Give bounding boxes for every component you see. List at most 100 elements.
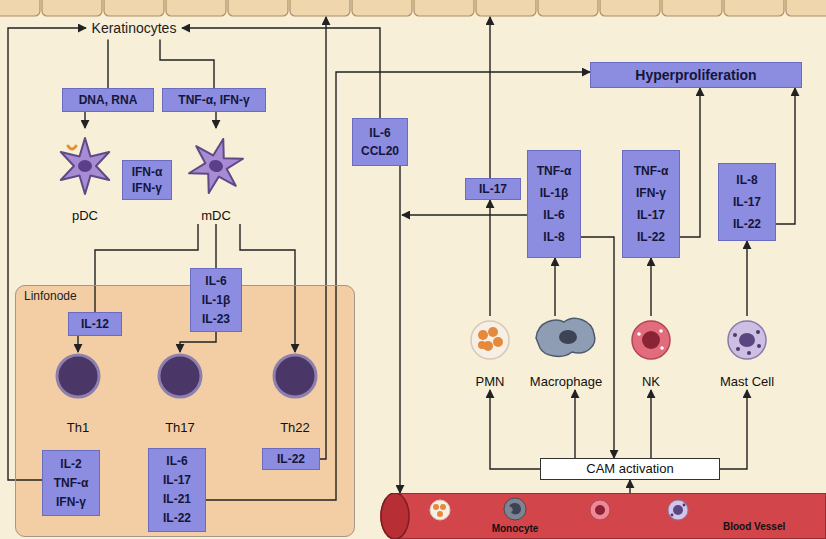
t-cell: [274, 355, 316, 397]
text-line: IL-17: [634, 204, 669, 226]
vessel-shape: [440, 504, 446, 510]
skin-cell-row: [538, 0, 598, 16]
text-line: IL-22: [634, 226, 669, 248]
text-line: IL-6: [361, 124, 399, 142]
pmn-cell: [493, 337, 503, 347]
skin-cell-row: [228, 0, 288, 16]
pdc-cell: [68, 146, 76, 149]
vessel-shape: [437, 511, 443, 517]
cytokine-box: IL-22: [262, 448, 320, 470]
node-text: IL-8 IL-17 IL-22: [733, 169, 761, 235]
skin-cell-row: [0, 0, 826, 16]
skin-cell-row: [476, 0, 536, 16]
cytokine-box: IFN-α IFN-γ: [122, 160, 172, 200]
text-line: IFN-γ: [634, 182, 669, 204]
connector: [180, 332, 216, 352]
node-text: IL-6 IL-1β IL-23: [202, 272, 231, 329]
nk-cell: [660, 346, 664, 350]
text-line: IL-8: [733, 169, 761, 191]
nk-cell: [632, 321, 670, 359]
connector: [215, 224, 216, 268]
connector: [720, 390, 747, 469]
lymph-node-region: LinfonodeIL-12Th1Th17Th22IL-2 TNF-α IFN-…: [15, 285, 355, 537]
mast-cell: [756, 330, 760, 334]
cell-node: mDC: [180, 128, 252, 224]
node-text: Monocyte: [492, 523, 539, 535]
macrophage-cell: [536, 318, 595, 356]
vessel-shape: [381, 493, 409, 539]
text-line: IL-2: [54, 455, 89, 474]
vessel-shape: [590, 500, 610, 520]
cell-node: Macrophage: [522, 316, 610, 390]
node-text: TNF-α, IFN-γ: [178, 93, 249, 107]
pdc-cell: [78, 160, 92, 172]
vessel-shape: [590, 500, 610, 520]
text-line: IL-23: [202, 310, 231, 329]
text-line: IL-6: [537, 204, 572, 226]
node-text: Th22: [280, 420, 310, 436]
connector: [95, 224, 198, 312]
text-line: IFN-α: [132, 164, 163, 180]
mast-cell: [736, 347, 740, 351]
vessel-shape: [673, 505, 683, 515]
node-text: Hyperproliferation: [635, 67, 756, 84]
text-line: IL-1β: [537, 182, 572, 204]
connector: [215, 112, 216, 128]
skin-cell-row: [414, 0, 474, 16]
node-text: IL-2 TNF-α IFN-γ: [54, 455, 89, 512]
connector: [160, 40, 214, 89]
skin-cell-row: [0, 0, 40, 16]
connector: [554, 258, 555, 316]
skin-cell-row: [42, 0, 102, 16]
cell-node: Th22: [270, 352, 320, 436]
cytokine-box: IL-6 IL-17 IL-21 IL-22: [148, 448, 206, 532]
process-box: CAM activation: [540, 458, 720, 480]
text-line: IL-22: [163, 509, 191, 528]
cytokine-box: IL-17: [465, 178, 521, 200]
connector: [490, 390, 540, 469]
cytokine-box: TNF-α IL-1β IL-6 IL-8: [527, 150, 581, 258]
node-text: DNA, RNA: [79, 93, 138, 107]
node-text: Th17: [165, 420, 195, 436]
text-line: TNF-α: [537, 160, 572, 182]
secretion-arrow: [402, 214, 527, 215]
cytokine-box: TNF-α, IFN-γ: [162, 88, 266, 112]
text-line: IL-6: [163, 452, 191, 471]
connector: [574, 390, 575, 458]
mast-cell: [728, 321, 766, 359]
nk-cell: [632, 321, 670, 359]
node-text: IL-12: [81, 317, 109, 331]
node-text: Linfonode: [24, 289, 77, 303]
text-line: IL-6: [202, 272, 231, 291]
macrophage-cell: [559, 330, 577, 344]
connector: [629, 480, 630, 493]
connector: [581, 237, 614, 458]
skin-cell-row: [600, 0, 660, 16]
mdc-cell: [185, 133, 246, 200]
pmn-cell: [478, 341, 486, 349]
vessel-shape: [433, 504, 439, 510]
pmn-cell: [478, 330, 488, 340]
connector: [746, 241, 747, 316]
secretion-arrow: [320, 17, 326, 459]
t-cell: [159, 355, 201, 397]
cell-node: Mast Cell: [708, 316, 786, 390]
vessel-shape: [668, 500, 688, 520]
mdc-cell: [185, 133, 246, 200]
connector: [680, 88, 700, 237]
text-line: TNF-α: [54, 474, 89, 493]
mast-cell: [728, 321, 766, 359]
vessel-shape: [378, 493, 826, 539]
node-text: IL-6 CCL20: [361, 124, 399, 160]
vessel-shape: [430, 500, 450, 520]
node-text: IFN-α IFN-γ: [132, 164, 163, 196]
vessel-shape: [381, 493, 826, 539]
lymph-node-fill: [15, 285, 355, 537]
node-text: Blood Vessel: [723, 521, 785, 533]
vessel-shape: [595, 505, 605, 515]
text-line: IL-8: [537, 226, 572, 248]
pdc-cell: [61, 138, 109, 194]
pdc-cell: [61, 138, 109, 194]
skin-cell-row: [166, 0, 226, 16]
